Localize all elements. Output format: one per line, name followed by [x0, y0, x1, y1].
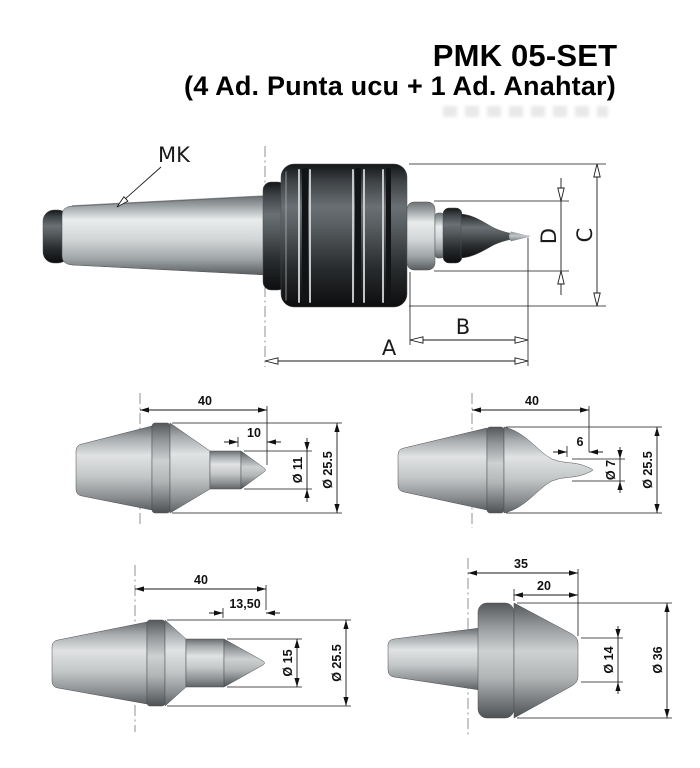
page-title: PMK 05-SET	[432, 38, 618, 73]
tip1-dim-body-diameter: Ø 25.5	[172, 422, 342, 514]
svg-text:Ø 36: Ø 36	[651, 646, 665, 673]
tip3-dim-tip-length: 13,50	[209, 597, 280, 618]
svg-text:Ø 25.5: Ø 25.5	[641, 451, 655, 489]
tip4-frustum	[513, 602, 579, 719]
tip4-dim-length: 35	[468, 557, 579, 636]
morse-taper-shank	[61, 195, 267, 276]
taper-callout: MK	[116, 143, 191, 208]
svg-text:Ø 25.5: Ø 25.5	[330, 644, 344, 682]
tip3-dim-body-diameter: Ø 25.5	[167, 619, 351, 707]
tip2-ogee-point	[503, 426, 594, 514]
tip4-dim-tip-length: 20	[513, 579, 578, 601]
tip1-cone	[169, 422, 211, 514]
tip1-cylinder	[209, 450, 242, 490]
dim-c: C	[409, 163, 606, 307]
point-tip-cap	[509, 231, 530, 242]
svg-text:Ø 7: Ø 7	[604, 460, 618, 480]
svg-text:40: 40	[198, 394, 212, 408]
page-subtitle: (4 Ad. Punta ucu + 1 Ad. Anahtar)	[184, 71, 616, 101]
shank-top-edge	[71, 195, 267, 207]
leader-arrow	[116, 195, 129, 208]
svg-text:Ø 11: Ø 11	[291, 457, 305, 483]
svg-text:10: 10	[247, 426, 261, 440]
tip3-flange	[146, 619, 166, 707]
tip2-dim-length: 40	[472, 394, 590, 452]
main-center-drawing: MK C D	[42, 143, 606, 367]
svg-text:Ø 14: Ø 14	[602, 646, 616, 673]
tip2-dim-diameter: Ø 7	[572, 447, 625, 493]
tip3-dim-length: 40	[135, 573, 267, 610]
svg-text:Ø 25.5: Ø 25.5	[321, 451, 335, 489]
svg-text:13,50: 13,50	[229, 597, 260, 611]
tip1-point	[240, 450, 266, 490]
dim-d-label: D	[537, 228, 561, 244]
dim-c-label: C	[573, 228, 597, 243]
tip4-dim-diameter: Ø 14	[581, 626, 623, 694]
tip3-cone	[164, 619, 187, 707]
tip3-point	[223, 638, 265, 688]
tip2-shank	[397, 427, 488, 511]
svg-text:6: 6	[577, 435, 584, 449]
tip-drawing-4: 35 20 Ø 14 Ø 36	[387, 557, 672, 735]
body-grooves	[285, 168, 391, 304]
tip1-dim-length: 40	[140, 394, 268, 465]
svg-text:40: 40	[525, 394, 539, 408]
tip4-flange	[477, 602, 515, 719]
tip2-dim-body-diameter: Ø 25.5	[506, 426, 662, 514]
tip-drawing-1: 40 10 Ø 11 Ø 25.5	[75, 393, 342, 526]
dim-b-label: B	[456, 315, 470, 339]
point-flange	[442, 207, 463, 264]
tip-drawing-3: 40 13,50 Ø 15 Ø 25.5	[51, 565, 351, 732]
svg-text:Ø 15: Ø 15	[281, 649, 295, 676]
dim-d: D	[434, 178, 569, 295]
dim-a: A	[264, 336, 529, 365]
tip1-flange	[151, 422, 171, 514]
faded-text-artifact	[443, 106, 608, 117]
front-collar	[406, 201, 436, 271]
tip1-dim-diameter: Ø 11	[244, 438, 312, 502]
tip1-dim-tip-length: 10	[224, 426, 281, 447]
tip4-dim-body-diameter: Ø 36	[517, 602, 672, 719]
tip-drawing-2: 40 6 Ø 7 Ø 25.5	[397, 393, 662, 528]
spindle-ring	[434, 212, 445, 259]
tip1-shank	[75, 425, 153, 511]
svg-text:20: 20	[537, 579, 551, 593]
tip2-dim-tip-length: 6	[553, 435, 603, 457]
svg-text:40: 40	[194, 573, 208, 587]
tip3-cylinder	[185, 638, 225, 688]
tip2-flange	[486, 426, 505, 514]
taper-label: MK	[158, 143, 191, 167]
dim-b: B	[409, 238, 529, 366]
svg-text:35: 35	[514, 557, 528, 571]
dim-a-label: A	[382, 336, 397, 360]
tip4-shank	[387, 627, 481, 691]
tip3-dim-diameter: Ø 15	[227, 638, 302, 688]
tip3-shank	[51, 621, 148, 705]
